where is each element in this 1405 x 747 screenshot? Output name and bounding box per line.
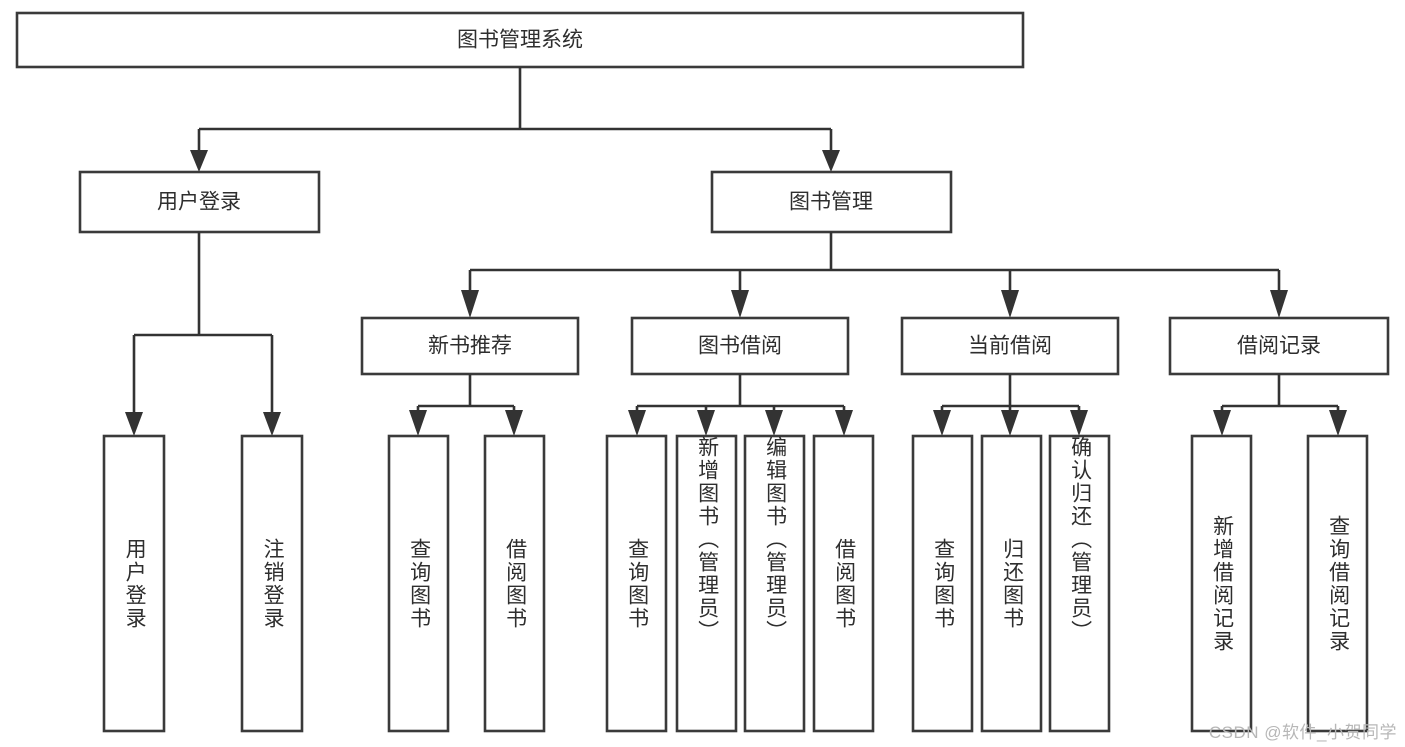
node-box-book-borrow	[630, 316, 850, 376]
leaf-box-br-query-record[interactable]	[1306, 434, 1369, 733]
leaf-box-bb-borrow-book[interactable]	[812, 434, 875, 733]
leaf-box-cb-confirm-return[interactable]	[1048, 434, 1111, 733]
leaf-box-user-login[interactable]	[102, 434, 166, 733]
csdn-watermark: CSDN @软件_小贺同学	[1208, 723, 1397, 742]
arrow-head-bb-edit	[765, 410, 783, 436]
arrow-head-book-management	[822, 150, 840, 172]
node-label-book-borrow: 图书借阅	[698, 335, 782, 358]
node-box-current-borrow	[900, 316, 1120, 376]
node-box-borrow-record	[1168, 316, 1390, 376]
leaf-box-bb-add-book[interactable]	[675, 434, 738, 733]
node-label-user-login: 用户登录	[157, 191, 241, 214]
node-box-book-management	[710, 170, 953, 234]
arrow-head-cb-return	[1001, 410, 1019, 436]
arrow-head-user-login	[190, 150, 208, 172]
arrow-head-nb-query	[409, 410, 427, 436]
arrow-head-cb-query	[933, 410, 951, 436]
leaf-box-cb-return-book[interactable]	[980, 434, 1043, 733]
leaf-box-nb-borrow-book[interactable]	[483, 434, 546, 733]
arrow-head-br-query	[1329, 410, 1347, 436]
node-label-book-management: 图书管理	[789, 191, 873, 214]
node-book-management[interactable]: 图书管理	[710, 170, 953, 234]
arrow-head-leaf-logout	[263, 412, 281, 436]
node-label-root: 图书管理系统	[457, 29, 583, 52]
node-book-management-system[interactable]: 图书管理系统	[15, 11, 1025, 69]
leaf-box-cb-query-book[interactable]	[911, 434, 974, 733]
arrow-head-leaf-user-login	[125, 412, 143, 436]
arrow-head-br-add	[1213, 410, 1231, 436]
node-new-book-recommend[interactable]: 新书推荐	[360, 316, 580, 376]
node-book-borrow[interactable]: 图书借阅	[630, 316, 850, 376]
leaf-box-nb-query-book[interactable]	[387, 434, 450, 733]
arrow-head-cb-confirm	[1070, 410, 1088, 436]
node-user-login[interactable]: 用户登录	[78, 170, 321, 234]
leaf-box-bb-query-book[interactable]	[605, 434, 668, 733]
arrow-head-bb-add	[697, 410, 715, 436]
leaf-box-bb-edit-book[interactable]	[743, 434, 806, 733]
arrow-head-borrow-record	[1270, 290, 1288, 318]
arrow-head-book-borrow	[731, 290, 749, 318]
node-box-root	[15, 11, 1025, 69]
node-current-borrow[interactable]: 当前借阅	[900, 316, 1120, 376]
arrow-head-new-book	[461, 290, 479, 318]
node-label-current-borrow: 当前借阅	[968, 335, 1052, 358]
node-label-borrow-record: 借阅记录	[1237, 335, 1321, 358]
arrow-head-bb-query	[628, 410, 646, 436]
node-label-new-book-recommend: 新书推荐	[428, 335, 512, 358]
node-borrow-record[interactable]: 借阅记录	[1168, 316, 1390, 376]
leaf-box-br-add-record[interactable]	[1190, 434, 1253, 733]
leaf-box-logout[interactable]	[240, 434, 304, 733]
node-box-new-book-recommend	[360, 316, 580, 376]
arrow-head-bb-borrow	[835, 410, 853, 436]
arrow-head-current-borrow	[1001, 290, 1019, 318]
arrow-head-nb-borrow	[505, 410, 523, 436]
